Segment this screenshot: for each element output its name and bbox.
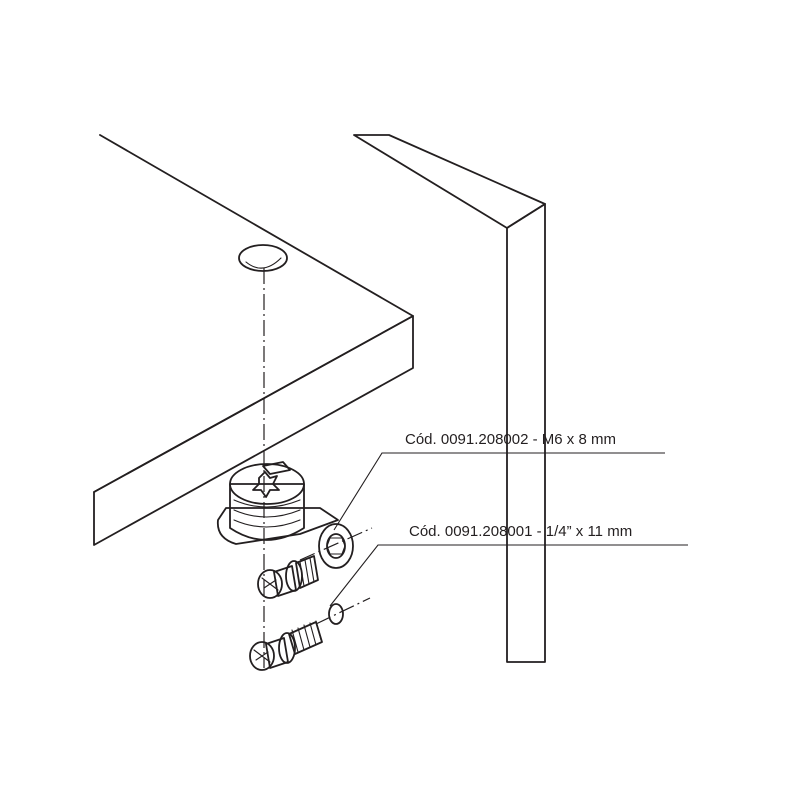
side-panel-front-edge	[506, 203, 546, 663]
bolt-q-shank	[288, 621, 323, 655]
bolt-m6	[257, 555, 319, 599]
cam-lock-housing	[216, 461, 339, 545]
bolt-q-head	[249, 641, 275, 671]
bolt-q-neck	[265, 637, 289, 669]
washer-outer	[318, 523, 354, 569]
axis-small-washer	[315, 597, 371, 625]
bolt-m6-shank	[295, 555, 319, 589]
bolt-q-threads	[291, 620, 322, 653]
cam-ribs	[233, 499, 301, 528]
shelf-top-face	[93, 134, 414, 493]
cam-notch	[262, 461, 291, 475]
washer	[318, 523, 354, 569]
bolt-q-head-slot	[253, 649, 271, 663]
bolt-m6-head-slot	[261, 577, 279, 591]
bolt-m6-threads	[299, 557, 315, 587]
label-part-1: Cód. 0091.208002 - M6 x 8 mm	[405, 431, 616, 448]
small-washer	[328, 603, 344, 625]
shelf-panel	[93, 134, 414, 546]
shelf-front-edge	[93, 315, 414, 546]
washer-hex	[326, 537, 346, 555]
side-panel	[353, 134, 546, 663]
side-panel-top-edge	[353, 134, 546, 229]
leader-line-part-1	[333, 452, 665, 531]
cam-top	[229, 463, 305, 505]
axis-washer	[299, 527, 373, 561]
leader-line-part-2	[329, 544, 688, 607]
bolt-m6-head	[257, 569, 283, 599]
bolt-quarter-inch	[249, 620, 323, 671]
shelf-hole-inner	[245, 257, 282, 269]
label-part-2: Cód. 0091.208001 - 1/4” x 11 mm	[409, 523, 632, 540]
cam-body	[229, 483, 305, 541]
bolt-q-collar	[278, 632, 296, 664]
shelf-hole	[238, 244, 288, 272]
cam-flange	[216, 507, 339, 545]
cross-slot-icon	[252, 471, 280, 498]
